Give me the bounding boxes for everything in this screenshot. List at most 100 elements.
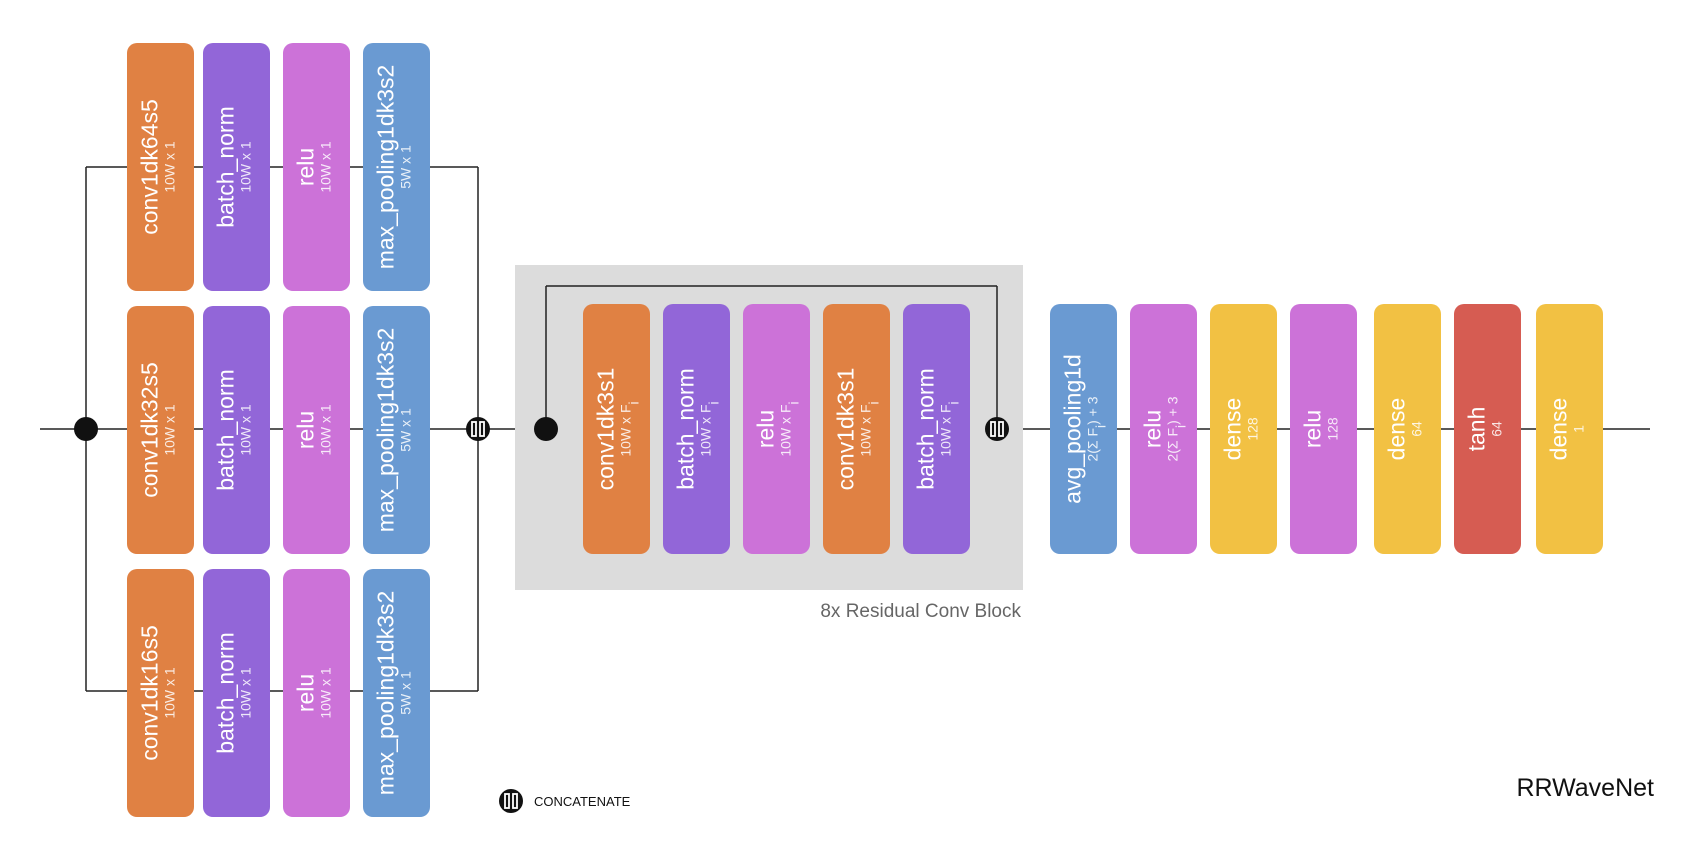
layer-name: conv1dk3s1	[833, 368, 859, 491]
layer-block-relu: relu10W x 1	[283, 306, 350, 554]
layer-block-avg_pooling1d: avg_pooling1d2(Σ Fi) + 3	[1050, 304, 1117, 554]
layer-name: relu	[1140, 410, 1166, 448]
layer-name: conv1dk32s5	[137, 362, 163, 498]
concatenate-icon	[499, 789, 523, 813]
residual-skip-connection	[545, 285, 998, 429]
layer-label: conv1dk16s510W x 1	[137, 625, 178, 761]
relu-block-shape	[283, 43, 350, 291]
layer-name: dense	[1220, 398, 1246, 461]
layer-shape: 10W x F	[698, 405, 714, 457]
layer-shape: 128	[1245, 417, 1261, 441]
dense-block-shape	[1536, 304, 1603, 554]
dense-block-shape	[1374, 304, 1441, 554]
relu-block-shape	[283, 569, 350, 817]
layer-label: batch_norm10W x 1	[213, 106, 254, 227]
conv-block-shape	[127, 43, 194, 291]
layer-block-relu: relu2(Σ Fi) + 3	[1130, 304, 1197, 554]
layer-shape: 5W x 1	[398, 408, 414, 452]
layer-name: conv1dk3s1	[593, 368, 619, 491]
layer-name: dense	[1546, 398, 1572, 461]
layer-shape-subscript: i	[866, 401, 882, 404]
pool-block-shape	[363, 43, 430, 291]
layer-label: batch_norm10W x Fi	[673, 368, 722, 489]
layer-block-conv1dk32s5: conv1dk32s510W x 1	[127, 306, 194, 554]
conv-block-shape	[127, 306, 194, 554]
layer-label: avg_pooling1d2(Σ Fi) + 3	[1060, 354, 1109, 504]
relu-block-shape	[283, 306, 350, 554]
layer-name: batch_norm	[213, 369, 239, 490]
layer-shape-subscript: i	[786, 401, 802, 404]
layer-name: relu	[293, 411, 319, 449]
layer-label: batch_norm10W x Fi	[913, 368, 962, 489]
layer-shape-tail: ) + 3	[1165, 396, 1181, 425]
junction-nodes	[74, 417, 1009, 441]
layer-block-batch_norm: batch_norm10W x 1	[203, 569, 270, 817]
layer-label: relu10W x Fi	[753, 401, 802, 456]
residual-split-node	[534, 417, 558, 441]
layer-block-conv1dk3s1: conv1dk3s110W x Fi	[583, 304, 650, 554]
layer-block-max_pooling1dk3s2: max_pooling1dk3s25W x 1	[363, 43, 430, 291]
layer-label: conv1dk64s510W x 1	[137, 99, 178, 235]
diagram-title: RRWaveNet	[1516, 774, 1654, 802]
layer-shape: 5W x 1	[398, 145, 414, 189]
layer-label: tanh64	[1464, 407, 1505, 452]
layer-shape: 10W x 1	[238, 404, 254, 456]
dense-block-shape	[1210, 304, 1277, 554]
residual-block-caption: 8x Residual Conv Block	[820, 601, 1021, 622]
layer-block-dense: dense128	[1210, 304, 1277, 554]
layer-shape: 10W x F	[618, 405, 634, 457]
residual-add-node	[985, 417, 1009, 441]
layer-shape: 1	[1571, 425, 1587, 433]
layer-block-dense: dense1	[1536, 304, 1603, 554]
layer-shape: 10W x 1	[162, 667, 178, 719]
layer-shape: 10W x 1	[238, 667, 254, 719]
layer-shape-subscript: i	[1093, 425, 1109, 428]
layer-name: max_pooling1dk3s2	[373, 591, 399, 796]
layer-shape-subscript: i	[946, 401, 962, 404]
layer-shape: 10W x 1	[318, 404, 334, 456]
batch_norm-block-shape	[203, 43, 270, 291]
relu-block-shape	[1130, 304, 1197, 554]
pool-block-shape	[363, 306, 430, 554]
layer-shape: 10W x 1	[162, 141, 178, 193]
layer-label: dense128	[1220, 398, 1261, 461]
relu-block-shape	[743, 304, 810, 554]
pool-block-shape	[363, 569, 430, 817]
layer-block-batch_norm: batch_norm10W x Fi	[663, 304, 730, 554]
conv-block-shape	[823, 304, 890, 554]
batch_norm-block-shape	[203, 569, 270, 817]
layer-name: batch_norm	[213, 106, 239, 227]
layer-block-tanh: tanh64	[1454, 304, 1521, 554]
split-node	[74, 417, 98, 441]
layer-shape-subscript: i	[1173, 425, 1189, 428]
layer-name: conv1dk16s5	[137, 625, 163, 761]
layer-shape-subscript: i	[706, 401, 722, 404]
legend-label: CONCATENATE	[534, 794, 631, 809]
layer-block-relu: relu10W x 1	[283, 43, 350, 291]
layer-block-relu: relu10W x 1	[283, 569, 350, 817]
layer-shape: 5W x 1	[398, 671, 414, 715]
conv-block-shape	[583, 304, 650, 554]
batch_norm-block-shape	[203, 306, 270, 554]
layer-shape-tail: ) + 3	[1085, 396, 1101, 425]
layer-label: relu2(Σ Fi) + 3	[1140, 396, 1189, 461]
layer-label: max_pooling1dk3s25W x 1	[373, 65, 414, 270]
layer-block-max_pooling1dk3s2: max_pooling1dk3s25W x 1	[363, 306, 430, 554]
layer-name: max_pooling1dk3s2	[373, 65, 399, 270]
layer-block-conv1dk3s1: conv1dk3s110W x Fi	[823, 304, 890, 554]
layer-name: batch_norm	[673, 368, 699, 489]
relu-block-shape	[1290, 304, 1357, 554]
layer-shape: 128	[1325, 417, 1341, 441]
layer-shape: 10W x F	[938, 405, 954, 457]
layer-label: dense64	[1384, 398, 1425, 461]
layer-block-dense: dense64	[1374, 304, 1441, 554]
layer-name: relu	[293, 148, 319, 186]
layer-name: batch_norm	[213, 632, 239, 753]
layer-label: batch_norm10W x 1	[213, 369, 254, 490]
layer-block-batch_norm: batch_norm10W x 1	[203, 43, 270, 291]
layer-label: dense1	[1546, 398, 1587, 461]
legend: CONCATENATE	[499, 789, 631, 813]
layer-shape: 10W x 1	[318, 141, 334, 193]
batch_norm-block-shape	[663, 304, 730, 554]
